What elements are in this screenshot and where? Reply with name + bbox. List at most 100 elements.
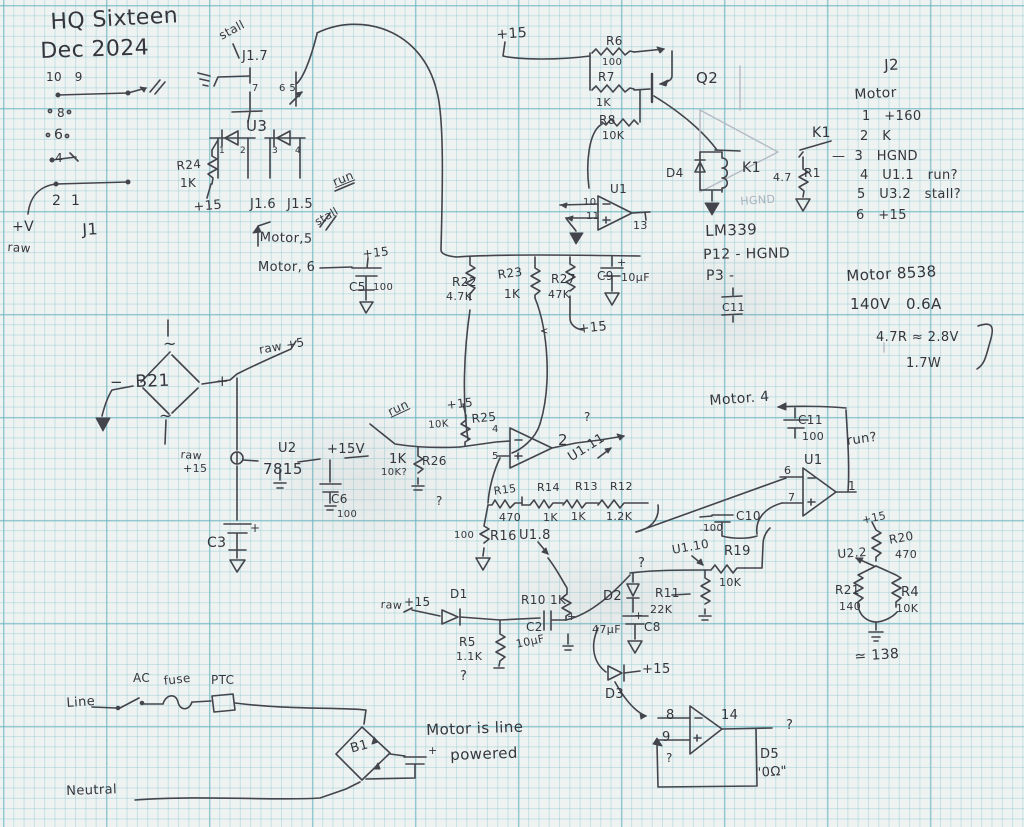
r15-value: 470 (499, 511, 522, 524)
lm339-note: LM339 (704, 220, 758, 240)
u3-block (197, 23, 457, 314)
q2-label: Q2 (696, 69, 719, 87)
c5-label: C5 (349, 280, 366, 294)
u3-pin-4: 4 (295, 146, 302, 156)
r20-plus15: +15 (860, 508, 888, 527)
c6-value: 100 (337, 509, 358, 520)
plus15-top-center: +15 (495, 24, 528, 43)
mid-q: ? (436, 494, 443, 508)
r11-label: R11 (655, 586, 680, 600)
motor4-label: Motor. 4 (708, 388, 771, 409)
c10-label: C10 (736, 509, 761, 523)
u3-pin-3: 3 (272, 146, 279, 156)
plus-v-label: +V (12, 219, 35, 235)
r21-label: R21 (835, 583, 860, 597)
u3-label: U3 (246, 117, 268, 135)
r26-value2: 10K? (381, 467, 408, 478)
r19-value: 10K (719, 576, 742, 589)
r8-value: 10K (602, 129, 625, 142)
u1-11-note: U1.11 (565, 430, 608, 465)
r23-label: R23 (496, 264, 524, 282)
r22-label: R22 (452, 275, 477, 289)
stall-label-top: stall (216, 17, 247, 43)
j1-5-label: J1.5 (287, 197, 314, 212)
u2-2-note: U2.2 (836, 544, 868, 561)
r4-label: R4 (901, 585, 920, 600)
c9-label: C9 (597, 269, 614, 283)
cmp1-pin-4: 4 (492, 424, 499, 435)
r22-value: 4.7K (446, 290, 473, 303)
raw15-label: raw (180, 448, 203, 463)
raw15-value: +15 (183, 462, 208, 475)
d3-plus15: +15 (642, 662, 671, 677)
r12-value: 1.2K (606, 510, 633, 523)
b21-ac-top: ~ (163, 334, 177, 353)
approx-138-note: ≃ 138 (853, 645, 900, 665)
u1-8-note: U1.8 (519, 528, 551, 543)
d1-label: D1 (450, 587, 468, 601)
motor-power-note: 1.7W (906, 356, 942, 371)
u1a-pin-13: 13 (633, 219, 648, 232)
u1b-pin-7: 7 (788, 491, 796, 504)
c11-note: C11 (722, 301, 745, 314)
r5-value: 1.1K (456, 650, 483, 663)
motor-powered-note1: Motor is line (425, 717, 524, 739)
r1-label: R1 (804, 166, 821, 180)
c9-value: 10µF (621, 271, 650, 284)
u2-out: +15V (327, 442, 365, 457)
b21-ac-bottom: ~ (159, 406, 173, 425)
d5-label: D5 (760, 747, 780, 762)
d5-value: "0Ω" (754, 763, 788, 781)
stray-mark: < (540, 326, 549, 337)
d4-label: D4 (666, 166, 684, 180)
ac-label: AC (133, 671, 151, 685)
c2-plus: + (567, 610, 577, 623)
r25-value: 10K (427, 418, 450, 431)
u1c-pin-8: 8 (666, 708, 675, 723)
r14-value: 1K (543, 511, 559, 524)
j1-7-label: J1.7 (242, 49, 269, 64)
u3-pin-7: 7 (252, 83, 259, 94)
runq-label: run? (845, 429, 878, 449)
c3-label: C3 (207, 535, 227, 551)
cmp1-pin-5: 5 (492, 451, 499, 462)
j1-pins-2-1: 2 1 (52, 193, 81, 209)
motor-rating-note: 140V 0.6A (850, 295, 942, 313)
u1a-comparator (559, 195, 743, 323)
j2-motor: Motor (853, 84, 898, 103)
d2-label: D2 (603, 589, 623, 604)
motor6-label: Motor, 6 (258, 260, 316, 275)
c8-label: C8 (644, 620, 661, 634)
r20-r21-r4-block (853, 521, 902, 642)
r20-label: R20 (887, 528, 915, 547)
raw-label-j1: raw (7, 240, 32, 256)
r4-value: 10K (896, 602, 919, 615)
u1b-label: U1 (804, 453, 823, 468)
u1c-out-q: ? (786, 718, 794, 733)
j2-pin6: 6 +15 (856, 208, 907, 223)
d2-row (592, 527, 771, 720)
j2-pin5: 5 U3.2 stall? (857, 187, 962, 202)
r13-value: 1K (571, 510, 587, 523)
c11b-label: C11 (798, 413, 823, 427)
r11-value: 22K (650, 603, 673, 616)
c8-value: 47µF (592, 623, 621, 636)
r16-label: R16 (490, 529, 517, 544)
fuse-label: fuse (162, 670, 192, 688)
u1a-pin-10: 10 (583, 197, 597, 208)
motor-calc-note: 4.7R ≈ 2.8V (876, 330, 959, 345)
c2-label: C2 (526, 620, 543, 634)
title-line2: Dec 2024 (39, 35, 150, 64)
hgnd-ghost: HGND (739, 192, 776, 208)
r6-value: 100 (602, 57, 623, 68)
c3-plus: + (250, 521, 261, 535)
raw15b-label: raw (380, 598, 403, 613)
r25-label: R25 (470, 409, 498, 426)
r24-plus15: +15 (192, 197, 223, 215)
lm339-p3-note: P3 - (706, 268, 735, 284)
c8-plus: + (634, 609, 644, 622)
cmp1-stage (369, 403, 660, 571)
u1c-stage (652, 705, 773, 788)
